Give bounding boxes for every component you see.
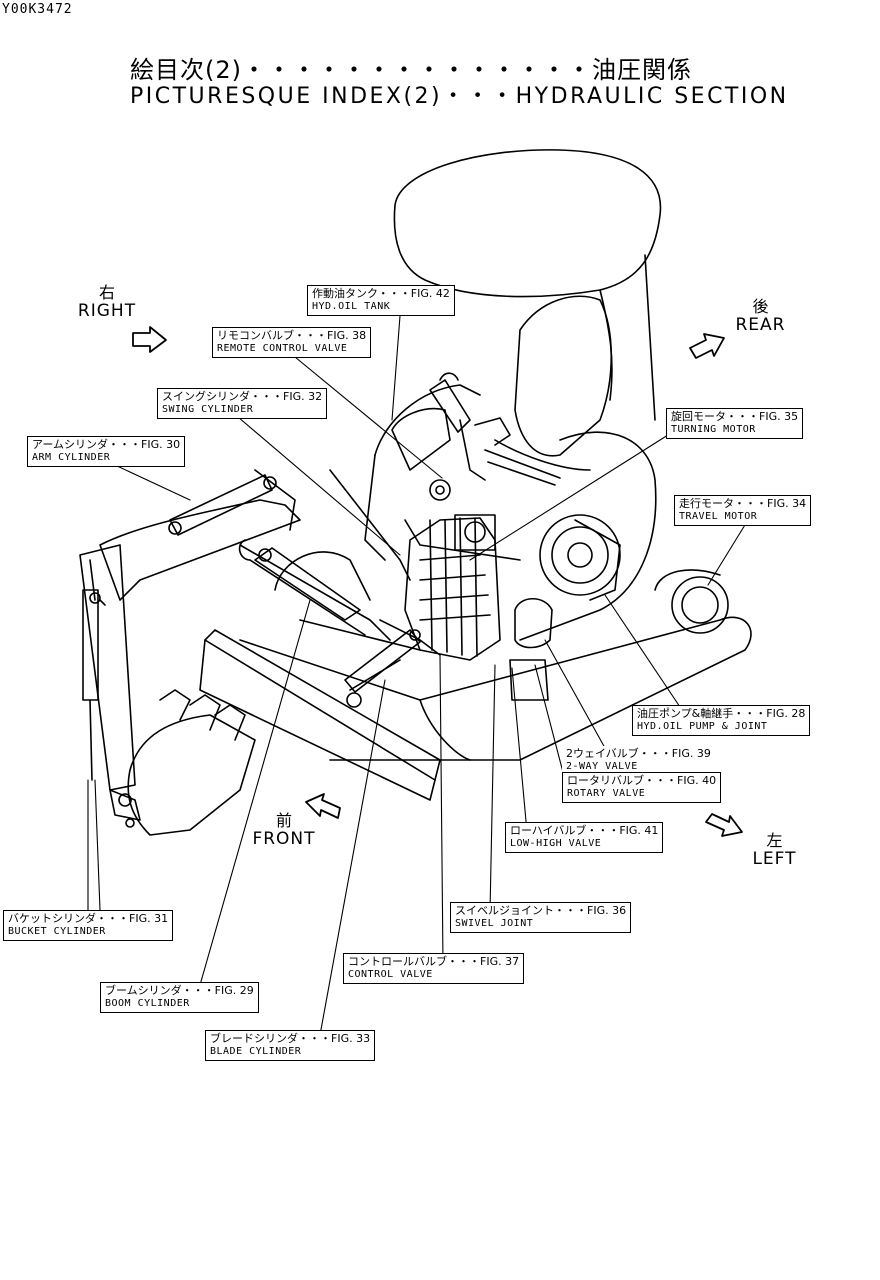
callout-jp: 2ウェイバルブ・・・FIG. 39 [566, 747, 711, 760]
callout-control-valve: コントロールバルブ・・・FIG. 37 CONTROL VALVE [343, 953, 525, 984]
pump-assembly [509, 597, 553, 701]
callout-jp: バケットシリンダ・・・FIG. 31 [8, 912, 169, 925]
callout-boom-cylinder: ブームシリンダ・・・FIG. 29 BOOM CYLINDER [100, 982, 259, 1013]
callout-en: 2-WAY VALVE [566, 761, 638, 772]
drawing-code: Y00K3472 [2, 2, 73, 17]
boom-cylinder [254, 547, 361, 621]
callout-jp: スイングシリンダ・・・FIG. 32 [162, 390, 323, 403]
callout-en: ROTARY VALVE [567, 788, 646, 799]
callout-en: REMOTE CONTROL VALVE [217, 343, 348, 354]
control-valve-block [404, 514, 501, 661]
direction-left: 左 LEFT [742, 832, 807, 869]
callout-jp: ブームシリンダ・・・FIG. 29 [105, 984, 254, 997]
direction-front-en: FRONT [252, 829, 316, 849]
callout-hyd-oil-pump: 油圧ポンプ&軸継手・・・FIG. 28 HYD.OIL PUMP & JOINT [632, 705, 811, 736]
direction-rear: 後 REAR [728, 298, 793, 335]
callout-remote-control-valve: リモコンバルブ・・・FIG. 38 REMOTE CONTROL VALVE [212, 327, 372, 358]
callout-turning-motor: 旋回モータ・・・FIG. 35 TURNING MOTOR [666, 408, 804, 439]
callout-en: LOW-HIGH VALVE [510, 838, 602, 849]
callout-rotary-valve: ロータリバルブ・・・FIG. 40 ROTARY VALVE [562, 772, 722, 803]
direction-left-en: LEFT [752, 849, 797, 869]
callout-en: BOOM CYLINDER [105, 998, 190, 1009]
direction-left-jp: 左 [766, 831, 783, 850]
callout-en: HYD.OIL TANK [312, 301, 391, 312]
callout-jp: コントロールバルブ・・・FIG. 37 [348, 955, 520, 968]
callout-en: TRAVEL MOTOR [679, 511, 758, 522]
callout-jp: ブレードシリンダ・・・FIG. 33 [210, 1032, 371, 1045]
direction-right-en: RIGHT [77, 301, 137, 321]
callout-en: SWING CYLINDER [162, 404, 254, 415]
page-title-en: PICTURESQUE INDEX(2)・・・HYDRAULIC SECTION [130, 84, 789, 109]
front-arrow-icon [305, 793, 341, 819]
callout-blade-cylinder: ブレードシリンダ・・・FIG. 33 BLADE CYLINDER [205, 1030, 376, 1061]
callout-jp: 走行モータ・・・FIG. 34 [679, 497, 807, 510]
callout-jp: アームシリンダ・・・FIG. 30 [32, 438, 181, 451]
arm [79, 544, 136, 791]
callout-hyd-oil-tank: 作動油タンク・・・FIG. 42 HYD.OIL TANK [307, 285, 455, 316]
callout-jp: 旋回モータ・・・FIG. 35 [671, 410, 799, 423]
page-title-jp: 絵目次(2)・・・・・・・・・・・・・・油圧関係 [130, 56, 692, 84]
callout-jp: スイベルジョイント・・・FIG. 36 [455, 904, 627, 917]
callout-en: BLADE CYLINDER [210, 1046, 302, 1057]
direction-front: 前 FRONT [248, 812, 320, 849]
callout-two-way-valve: 2ウェイバルブ・・・FIG. 39 2-WAY VALVE [562, 746, 715, 775]
direction-right: 右 RIGHT [72, 284, 142, 321]
callout-en: SWIVEL JOINT [455, 918, 534, 929]
callout-jp: ロータリバルブ・・・FIG. 40 [567, 774, 717, 787]
direction-rear-en: REAR [735, 315, 786, 335]
direction-right-jp: 右 [98, 283, 115, 302]
right-arrow-icon [132, 326, 167, 353]
leader-lines [87, 315, 749, 1036]
arm-cylinder [168, 474, 277, 536]
blade-cylinder [344, 629, 421, 693]
dozer-blade [199, 619, 441, 801]
callout-en: BUCKET CYLINDER [8, 926, 106, 937]
direction-arrows [132, 326, 743, 837]
callout-en: TURNING MOTOR [671, 424, 756, 435]
track-frame [239, 569, 752, 761]
bucket [109, 689, 256, 836]
callout-jp: 作動油タンク・・・FIG. 42 [312, 287, 450, 300]
callout-travel-motor: 走行モータ・・・FIG. 34 TRAVEL MOTOR [674, 495, 812, 526]
callout-en: HYD.OIL PUMP & JOINT [637, 721, 768, 732]
callout-en: CONTROL VALVE [348, 969, 433, 980]
boom [99, 469, 411, 641]
callout-swivel-joint: スイベルジョイント・・・FIG. 36 SWIVEL JOINT [450, 902, 632, 933]
direction-rear-jp: 後 [752, 297, 769, 316]
callout-arm-cylinder: アームシリンダ・・・FIG. 30 ARM CYLINDER [27, 436, 186, 467]
left-arrow-icon [705, 813, 743, 837]
rear-arrow-icon [689, 333, 725, 359]
callout-low-high-valve: ローハイバルブ・・・FIG. 41 LOW-HIGH VALVE [505, 822, 664, 853]
callout-en: ARM CYLINDER [32, 452, 111, 463]
callout-jp: 油圧ポンプ&軸継手・・・FIG. 28 [637, 707, 806, 720]
control-levers [429, 372, 561, 501]
callout-jp: ローハイバルブ・・・FIG. 41 [510, 824, 659, 837]
callout-bucket-cylinder: バケットシリンダ・・・FIG. 31 BUCKET CYLINDER [3, 910, 174, 941]
callout-swing-cylinder: スイングシリンダ・・・FIG. 32 SWING CYLINDER [157, 388, 328, 419]
travel-motor [539, 514, 621, 601]
callout-jp: リモコンバルブ・・・FIG. 38 [217, 329, 367, 342]
upper-structure [364, 384, 657, 641]
direction-front-jp: 前 [275, 811, 292, 830]
operator-seat [494, 295, 613, 471]
